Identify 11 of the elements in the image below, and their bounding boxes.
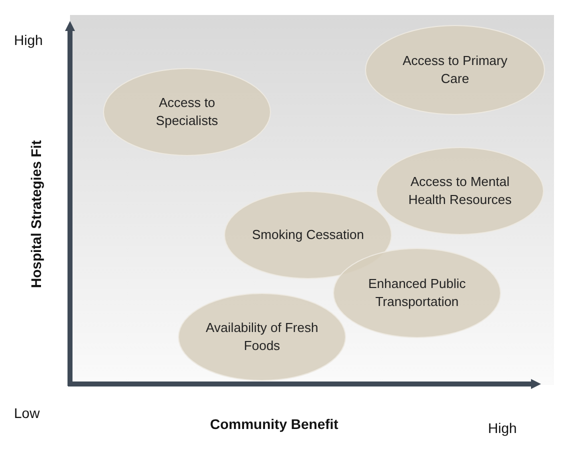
axis-high-label: High [488,420,517,436]
bubble-label: Access to Mental Health Resources [407,173,513,209]
axis-high-label: High [14,32,43,48]
bubble-label: Access to Primary Care [402,52,508,88]
x-axis-title: Community Benefit [210,416,338,432]
bubble-label: Access to Specialists [154,94,220,130]
y-axis-title: Hospital Strategies Fit [28,140,44,288]
axis-low-label: Low [14,405,40,421]
bubble-label: Enhanced Public Transportation [367,275,467,311]
bubble-label: Smoking Cessation [251,226,365,244]
bubble-label: Availability of Fresh Foods [204,319,320,355]
